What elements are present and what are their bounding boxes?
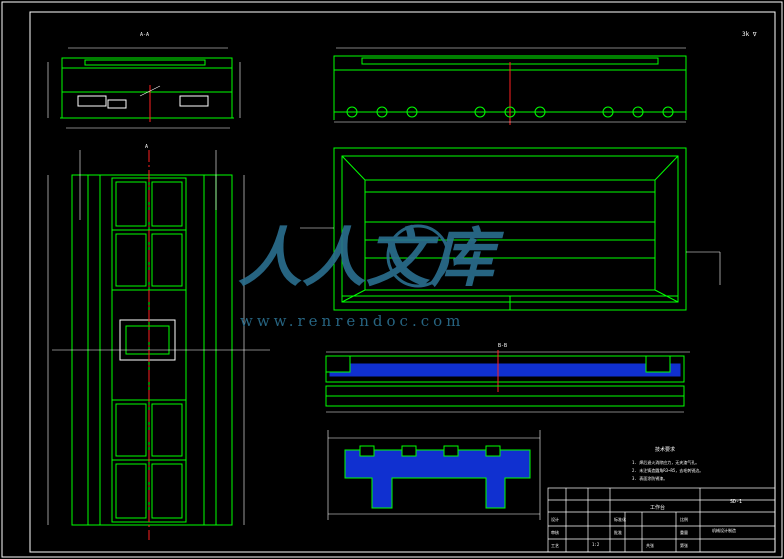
- title-block-mark-sheet: 第张: [680, 542, 688, 548]
- title-block-mark-scale: 比例: [680, 516, 688, 522]
- top-left-side-view: [47, 47, 241, 129]
- technical-notes: 技术要求 1. 焊后退火消除应力，无夹渣气孔。 2. 未注铸造圆角R3~R5，去…: [632, 446, 703, 481]
- bottom-detail-section: [327, 430, 541, 520]
- top-right-front-view: [333, 47, 687, 125]
- title-block-drawing-no: SD-1: [730, 499, 742, 505]
- title-block-label-approve: 批准: [614, 529, 622, 535]
- title-block-label-design: 设计: [551, 516, 559, 522]
- title-block-school: 机械设计制造: [712, 527, 736, 533]
- title-block-label-process: 工艺: [551, 543, 559, 548]
- title-block-mark-total: 共张: [646, 542, 654, 548]
- notes-line-2: 2. 未注铸造圆角R3~R5，去毛刺锐边。: [632, 467, 703, 473]
- notes-line-3: 3. 表面涂防锈漆。: [632, 475, 667, 481]
- watermark-text: 人人文库: [238, 221, 505, 296]
- view-label-section: B-B: [498, 343, 507, 349]
- left-plan-view: [47, 150, 270, 540]
- notes-line-1: 1. 焊后退火消除应力，无夹渣气孔。: [632, 459, 699, 465]
- title-block-label-check: 审核: [551, 529, 559, 535]
- title-block-mark-weight: 重量: [680, 529, 688, 535]
- watermark-logo-circle: [386, 224, 450, 288]
- title-block-scale: 1:2: [592, 542, 600, 547]
- front-view-bolt-holes: [346, 106, 674, 118]
- title-block: [547, 487, 776, 553]
- right-section-view: [325, 350, 690, 413]
- view-label-top: A-A: [140, 32, 149, 38]
- corner-mark: 3k ∇: [742, 31, 757, 38]
- right-top-view: [300, 147, 721, 311]
- watermark-url: www.renrendoc.com: [240, 312, 464, 330]
- watermark: 人人文库 www.renrendoc.com: [238, 221, 505, 330]
- notes-title: 技术要求: [655, 446, 675, 453]
- sheet-border-inner: [29, 11, 776, 553]
- title-block-part-name: 工作台: [650, 504, 665, 511]
- title-block-label-standard: 标准化: [614, 516, 626, 522]
- section-mark-a1: A: [145, 144, 148, 150]
